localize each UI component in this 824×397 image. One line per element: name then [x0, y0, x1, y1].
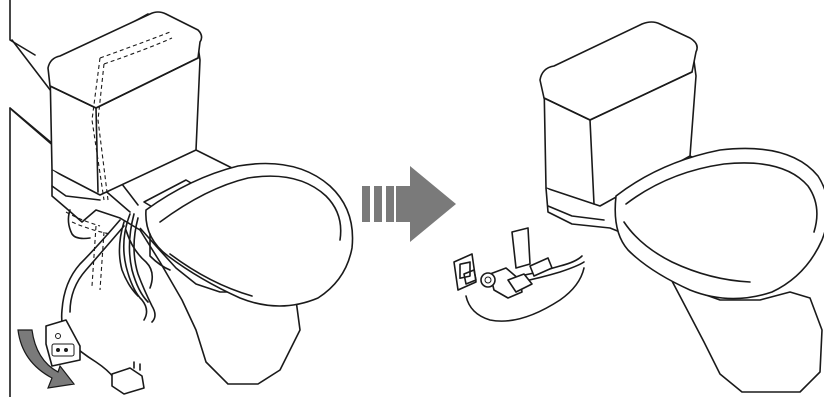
power-outlet	[453, 253, 477, 291]
power-plug-before	[111, 361, 145, 395]
tank-before	[47, 11, 203, 201]
curved-down-arrow-icon	[17, 329, 76, 389]
washlet-seat-before	[143, 162, 354, 307]
stop-valve	[480, 227, 553, 299]
bowl-before	[51, 149, 301, 385]
right-arrow-icon	[362, 166, 456, 242]
before-panel	[9, 0, 354, 397]
removal-tag	[45, 319, 81, 367]
wall-edge-top	[9, 0, 36, 56]
after-panel	[453, 21, 824, 393]
tank-after	[539, 21, 698, 207]
washlet-seat-after	[614, 147, 824, 300]
